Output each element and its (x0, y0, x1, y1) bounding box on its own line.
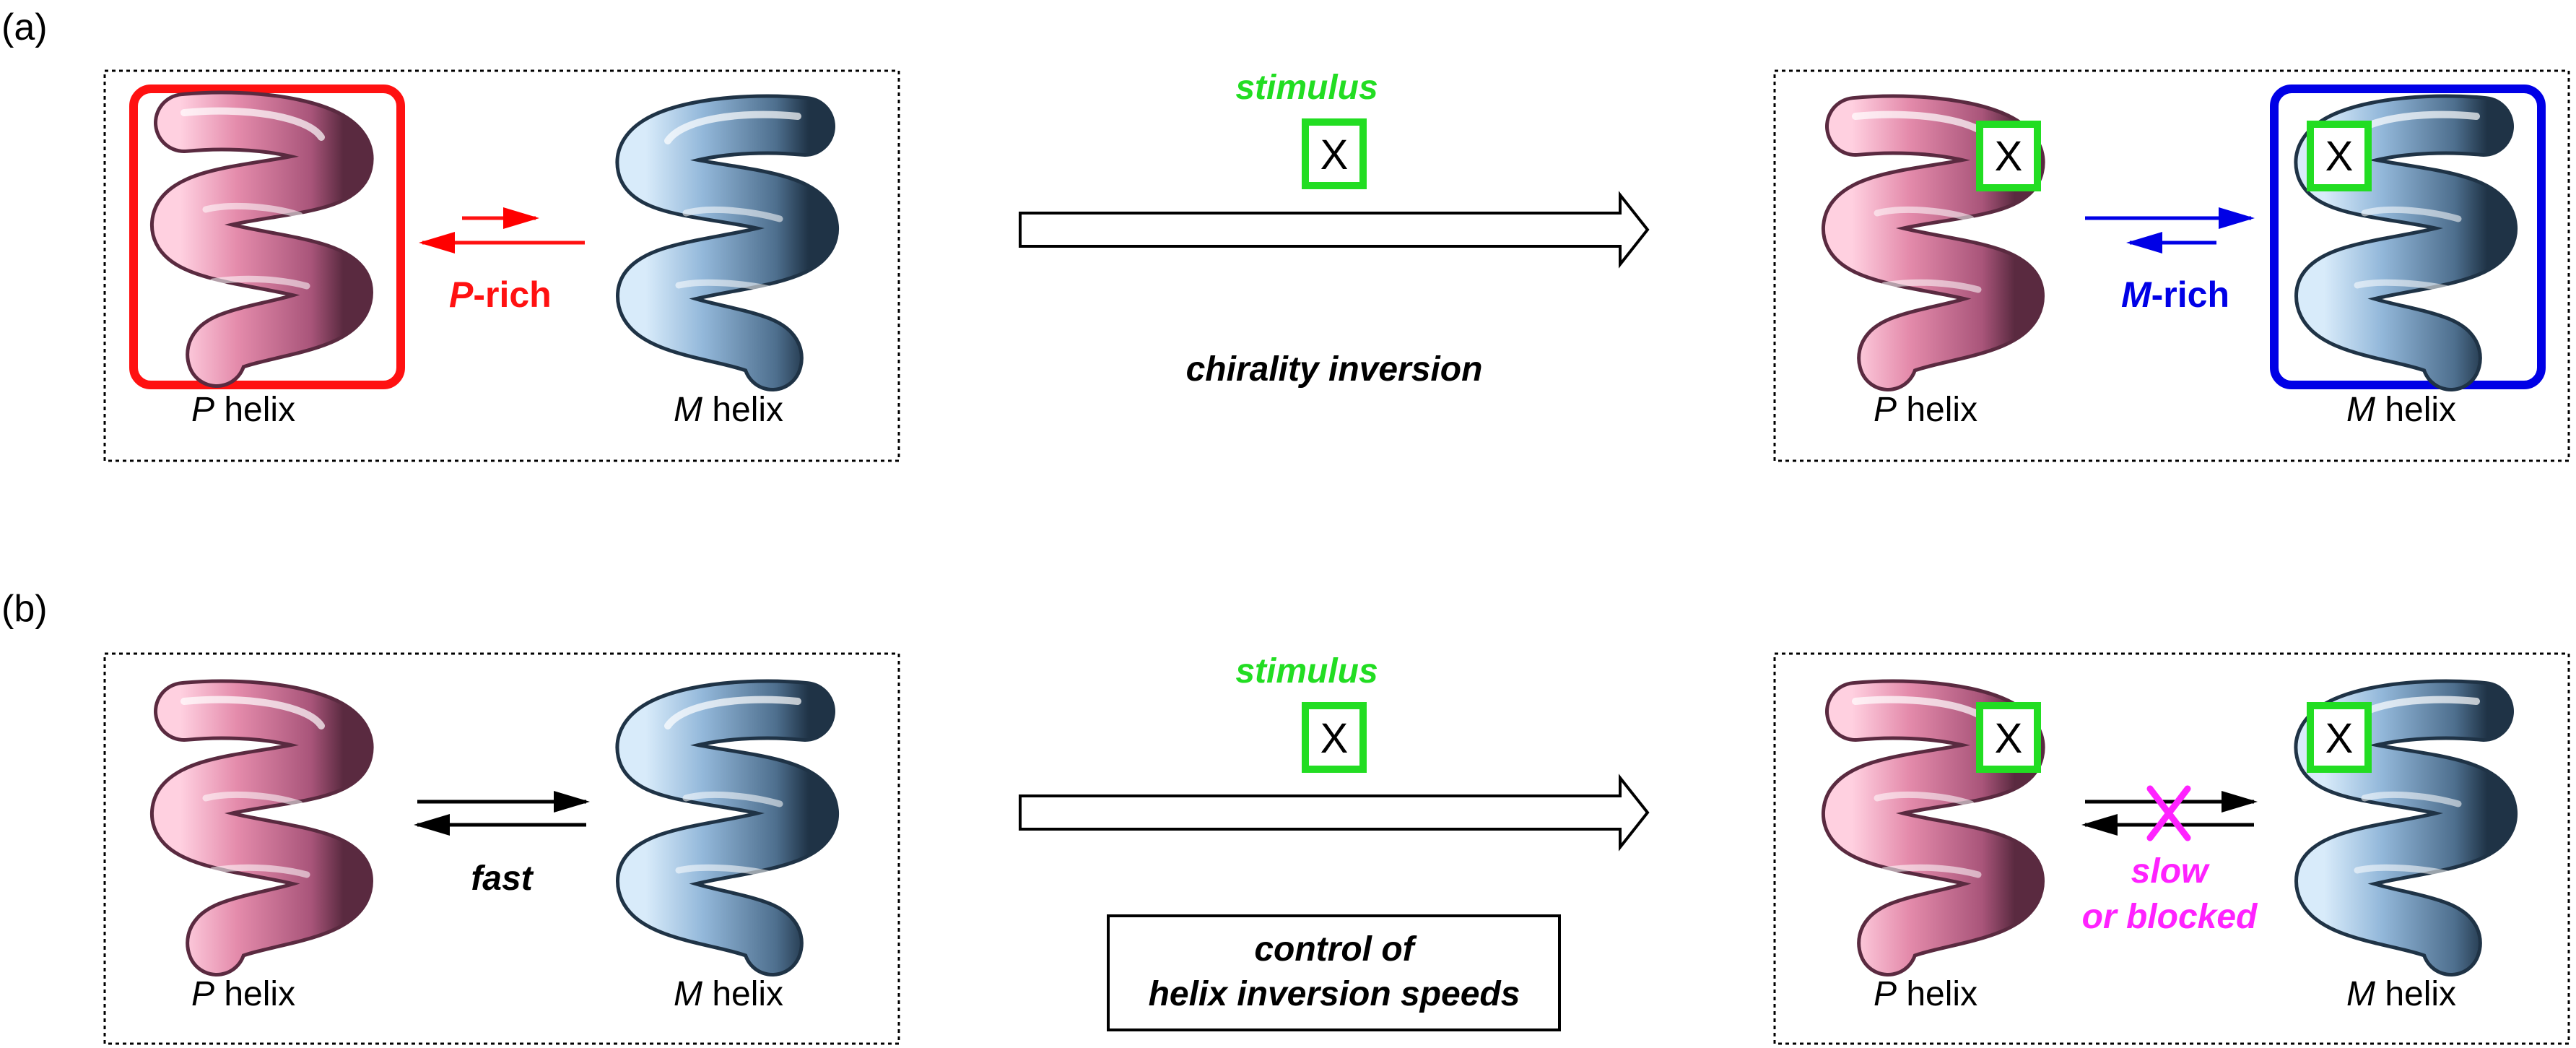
caption-box (1107, 914, 1561, 1031)
p-helix-label: P helix (1874, 975, 1977, 1013)
panel-b-right-frame (1773, 652, 2570, 1045)
stimulus-x-box (2307, 702, 2372, 773)
chirality-inversion-arrow (1019, 191, 1650, 269)
panel-a-right-frame (1773, 69, 2570, 462)
stimulus-x-box (1976, 702, 2041, 773)
p-helix-model (180, 700, 344, 946)
speed-control-arrow (1019, 774, 1650, 852)
stimulus-label: stimulus (1235, 652, 1378, 690)
p-helix-model (180, 111, 344, 358)
m-helix-label: M helix (2346, 975, 2456, 1013)
panel-b-left-frame (103, 652, 900, 1045)
control-caption-line2: helix inversion speeds (1149, 975, 1520, 1013)
m-helix-label: M helix (2346, 391, 2456, 429)
m-helix-label: M helix (674, 975, 783, 1013)
slow-label: slow (2131, 852, 2210, 891)
stimulus-x-box (1302, 702, 1367, 773)
stimulus-x-box (1302, 118, 1367, 189)
stimulus-x-box (2307, 121, 2372, 191)
m-rich-highlight-box (2270, 85, 2546, 389)
panel-a-left-frame (103, 69, 900, 462)
stimulus-x-mark: X (2325, 715, 2354, 762)
m-helix-model (645, 115, 809, 361)
control-caption-line1: control of (1254, 930, 1417, 969)
stimulus-x-mark: X (2325, 133, 2354, 180)
stimulus-x-mark: X (1995, 133, 2023, 180)
stimulus-x-box (1976, 121, 2041, 191)
p-rich-highlight-box (129, 85, 405, 389)
blocked-cross-icon (2146, 785, 2191, 841)
stimulus-x-mark: X (1320, 715, 1349, 762)
m-helix-model (645, 700, 809, 946)
panel-a-label: (a) (1, 7, 48, 48)
m-helix-label: M helix (674, 391, 783, 429)
or-blocked-label: or blocked (2082, 898, 2258, 936)
fast-label: fast (471, 859, 534, 898)
p-helix-label: P helix (1874, 391, 1977, 429)
panel-b-label: (b) (1, 588, 48, 630)
stimulus-label: stimulus (1235, 69, 1378, 107)
stimulus-x-mark: X (1320, 131, 1349, 178)
m-rich-label: M-rich (2121, 274, 2229, 315)
p-helix-label: P helix (191, 391, 295, 429)
p-rich-label: P-rich (449, 274, 552, 315)
p-helix-label: P helix (191, 975, 295, 1013)
stimulus-x-mark: X (1995, 715, 2023, 762)
chirality-inversion-caption: chirality inversion (1186, 350, 1483, 389)
